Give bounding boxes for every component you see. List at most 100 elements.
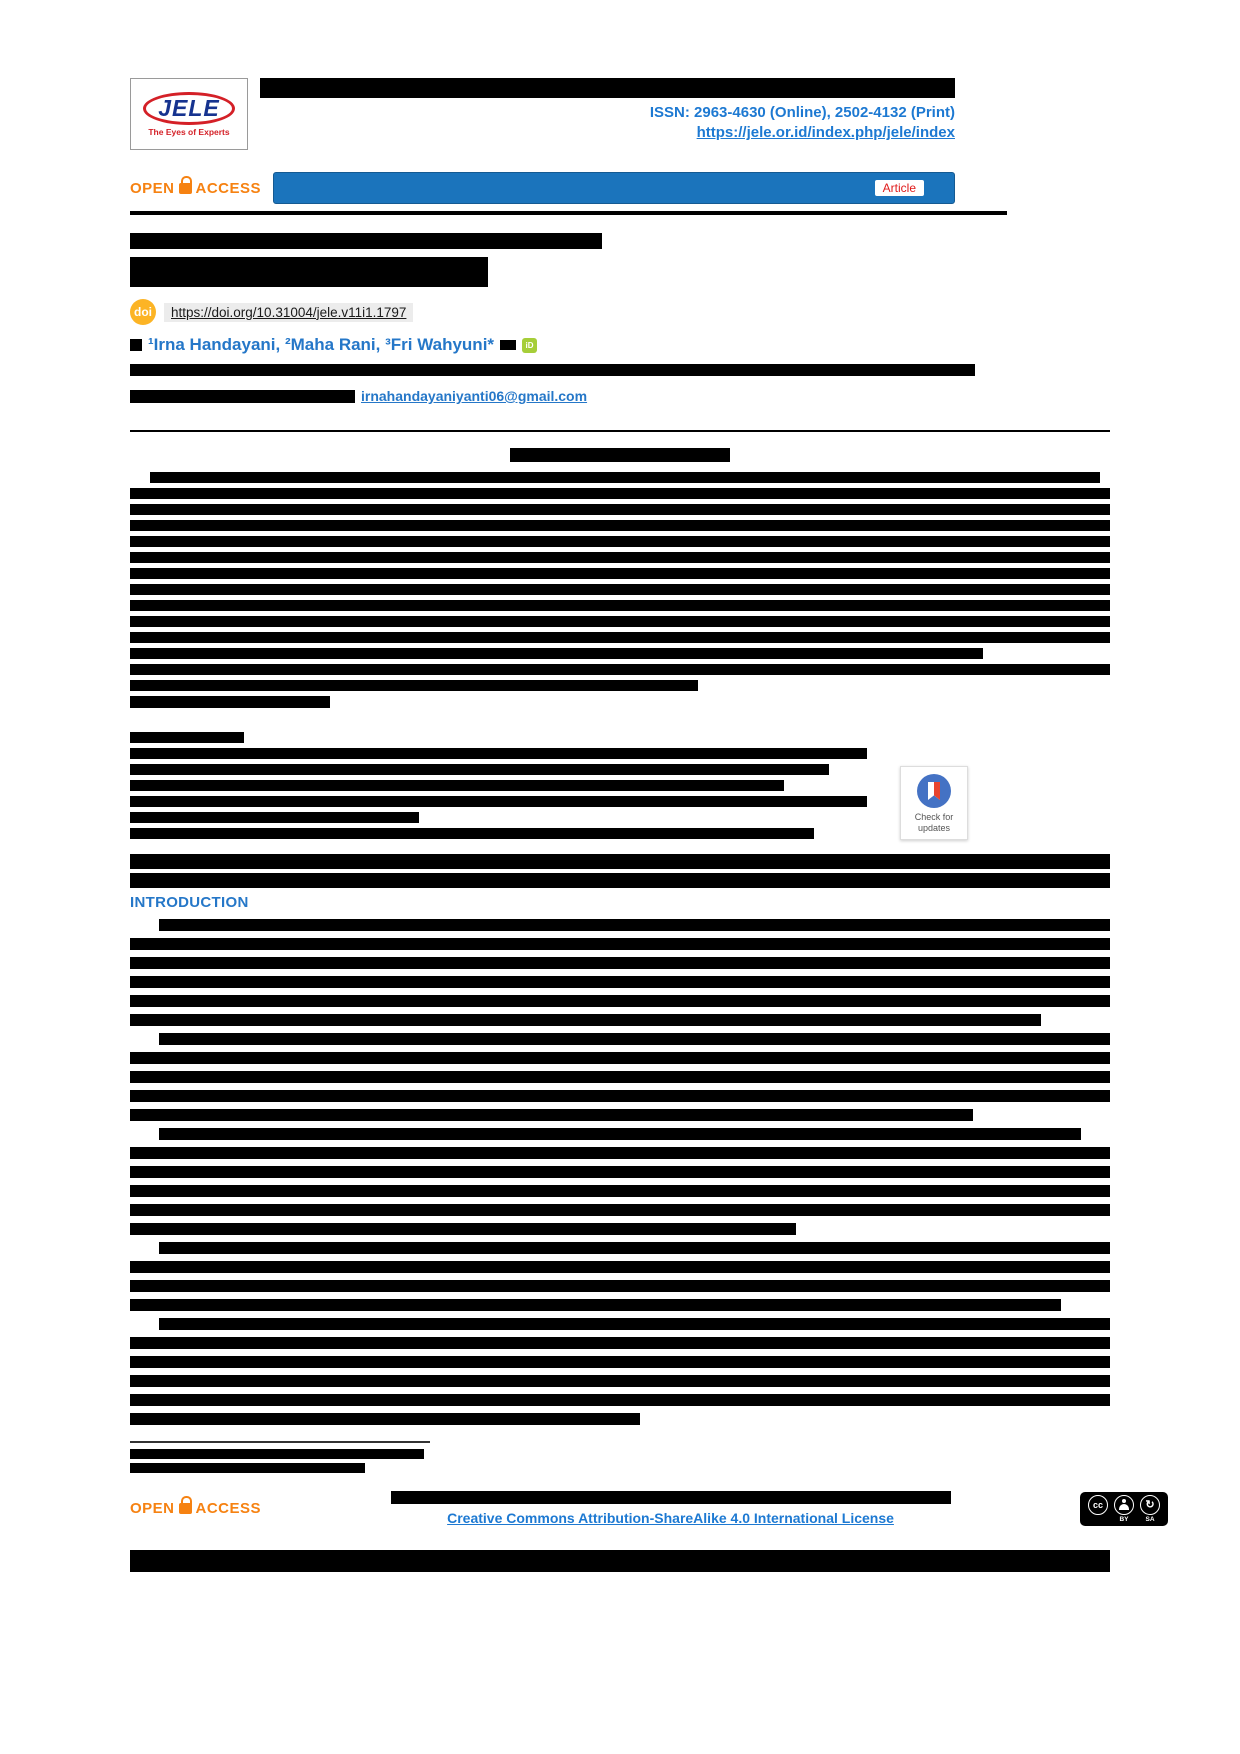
redacted-license-intro: [390, 1491, 951, 1504]
title-block: doi https://doi.org/10.31004/jele.v11i1.…: [130, 233, 1110, 404]
redacted-line: [130, 1261, 1110, 1273]
redacted-line: [130, 1463, 366, 1473]
open-access-open-label: OPEN: [130, 1500, 175, 1517]
footnote-area: [130, 1441, 1110, 1473]
redacted-line: [130, 1223, 797, 1235]
redacted-line: [130, 1071, 1110, 1083]
crossmark-icon: [917, 774, 951, 808]
orcid-icon[interactable]: iD: [522, 337, 538, 353]
journal-logo-tagline: The Eyes of Experts: [148, 126, 230, 137]
open-access-access-label: ACCESS: [195, 179, 262, 197]
cc-by-sa-badge[interactable]: cc BY ↻ SA: [1080, 1491, 1168, 1526]
redacted-line: [130, 1337, 1110, 1349]
redacted-affiliation: [130, 364, 975, 376]
redacted-line: [159, 919, 1110, 931]
redacted-line: [130, 664, 1110, 675]
redacted-line: [130, 632, 1110, 643]
open-lock-icon: [178, 1496, 192, 1514]
journal-logo-text: JELE: [143, 91, 235, 125]
page-content: JELE The Eyes of Experts ISSN: 2963-4630…: [130, 78, 1168, 1572]
corresponding-email-link[interactable]: irnahandayaniyanti06@gmail.com: [361, 388, 588, 404]
redacted-keywords-line: [130, 696, 330, 708]
redacted-line: [130, 828, 814, 839]
cc-sa-icon: ↻ SA: [1140, 1494, 1160, 1523]
crossmark-badge[interactable]: Check for updates: [900, 766, 968, 840]
redacted-abstract-text: [130, 472, 1110, 691]
redacted-body-text: [130, 919, 1110, 1425]
redacted-title-line-1: [130, 233, 602, 249]
redacted-line: [130, 600, 1110, 611]
open-lock-icon: [178, 175, 192, 194]
redacted-band: [130, 854, 1110, 888]
doi-icon: doi: [130, 299, 156, 325]
redacted-line: [130, 995, 1110, 1007]
redacted-line: [130, 1166, 1110, 1178]
article-info-row: Check for updates: [130, 732, 1110, 844]
authors-row: ¹Irna Handayani, ²Maha Rani, ³Fri Wahyun…: [130, 335, 1110, 355]
redacted-footer-line: [130, 1550, 1110, 1572]
cc-icon: cc: [1088, 1494, 1108, 1523]
license-link[interactable]: Creative Commons Attribution-ShareAlike …: [447, 1510, 894, 1526]
redacted-line: [130, 520, 1110, 531]
redacted-line: [130, 780, 784, 791]
redacted-journal-title: [260, 78, 955, 98]
redacted-line: [130, 976, 1110, 988]
redacted-line: [130, 1280, 1110, 1292]
redacted-line: [130, 488, 1110, 499]
redacted-line: [130, 1413, 640, 1425]
redacted-author-mark: [130, 339, 142, 351]
redacted-abstract-heading: [510, 448, 730, 462]
redacted-line: [130, 648, 983, 659]
redacted-line: [130, 1014, 1042, 1026]
redacted-line: [130, 812, 419, 823]
redacted-line: [130, 1356, 1110, 1368]
redacted-line: [130, 1052, 1110, 1064]
issn-line: ISSN: 2963-4630 (Online), 2502-4132 (Pri…: [649, 104, 955, 121]
redacted-line: [130, 1299, 1061, 1311]
redacted-line: [130, 764, 830, 775]
open-access-access-label: ACCESS: [195, 1500, 262, 1517]
redacted-line: [130, 1394, 1110, 1406]
redacted-footnote-text: [130, 1449, 1110, 1473]
redacted-line: [130, 536, 1110, 547]
redacted-line: [130, 1375, 1110, 1387]
redacted-line: [130, 1147, 1110, 1159]
journal-site-link[interactable]: https://jele.or.id/index.php/jele/index: [696, 124, 955, 141]
redacted-line: [159, 1318, 1110, 1330]
introduction-heading: INTRODUCTION: [130, 894, 249, 911]
redacted-line: [130, 957, 1110, 969]
abstract-top-rule: [130, 430, 1110, 432]
redacted-line: [159, 1033, 1110, 1045]
redacted-line: [159, 1128, 1081, 1140]
issue-banner: Article: [273, 172, 955, 204]
article-type-badge[interactable]: Article: [874, 180, 924, 196]
redacted-corresponding-label: [130, 389, 355, 403]
redacted-line: [130, 732, 244, 743]
abstract-section: [130, 448, 1110, 708]
author-names: ¹Irna Handayani, ²Maha Rani, ³Fri Wahyun…: [148, 335, 495, 354]
cc-by-icon: BY: [1114, 1494, 1134, 1523]
page-header: JELE The Eyes of Experts ISSN: 2963-4630…: [130, 78, 1110, 150]
page-footer: OPEN ACCESS Creative Commons Attribution…: [130, 1491, 1168, 1526]
redacted-line: [130, 616, 1110, 627]
footnote-rule: [130, 1441, 430, 1443]
redacted-line: [130, 504, 1110, 515]
doi-link[interactable]: https://doi.org/10.31004/jele.v11i1.1797: [164, 302, 414, 322]
redacted-line: [159, 1242, 1110, 1254]
redacted-line: [130, 568, 1110, 579]
redacted-line: [130, 584, 1110, 595]
open-access-logo-footer: OPEN ACCESS: [130, 1496, 262, 1517]
corresponding-author-row: irnahandayaniyanti06@gmail.com: [130, 388, 1110, 404]
header-divider: [130, 211, 1007, 215]
redacted-line: [130, 1449, 424, 1459]
banner-row: OPEN ACCESS Article: [130, 172, 1110, 204]
header-text-block: ISSN: 2963-4630 (Online), 2502-4132 (Pri…: [248, 78, 1110, 141]
redacted-line: [130, 1204, 1110, 1216]
journal-logo: JELE The Eyes of Experts: [130, 78, 248, 150]
redacted-line: [130, 748, 868, 759]
open-access-open-label: OPEN: [130, 179, 175, 197]
redacted-line: [130, 1185, 1110, 1197]
redacted-line: [130, 938, 1110, 950]
redacted-line: [130, 552, 1110, 563]
